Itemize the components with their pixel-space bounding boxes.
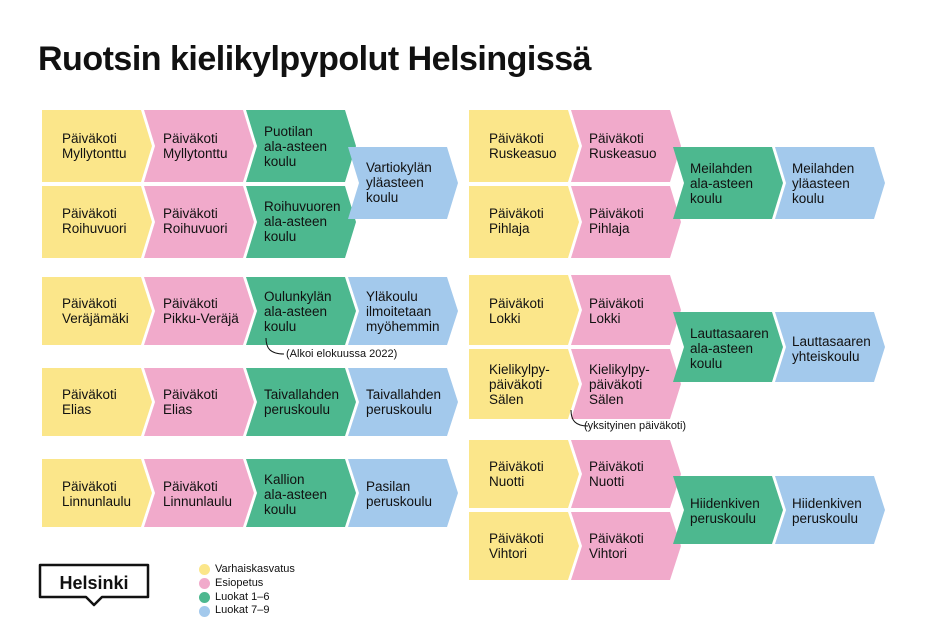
chevron-esiopetus (144, 277, 254, 345)
chevron-varhaiskasvatus (42, 277, 152, 345)
node-label: Päiväkoti Nuotti (489, 459, 544, 489)
page-title: Ruotsin kielikylpypolut Helsingissä (38, 40, 592, 78)
node-label: Lauttasaaren yhteiskoulu (792, 334, 871, 364)
chevron-esiopetus (571, 275, 681, 345)
chevron-esiopetus (144, 459, 254, 527)
chevron-varhaiskasvatus (469, 440, 579, 508)
chevron-varhaiskasvatus (469, 512, 579, 580)
node-label: Kielikylpy- päiväkoti Sälen (589, 362, 650, 407)
chevron-varhaiskasvatus (469, 110, 579, 182)
node-label: Päiväkoti Linnunlaulu (62, 479, 132, 509)
node-label: Päiväkoti Vihtori (489, 531, 544, 561)
chevron-esiopetus (144, 186, 254, 258)
node-label: Pasilan peruskoulu (366, 479, 433, 509)
chevron-luokat-7-9 (775, 476, 885, 544)
node-label: Taivallahden peruskoulu (366, 387, 442, 417)
legend-swatch-luokat-7-9 (199, 606, 210, 617)
chevron-esiopetus (571, 440, 681, 508)
node-label: Päiväkoti Roihuvuori (163, 206, 228, 236)
node-label: Päiväkoti Pikku-Veräjä (163, 296, 239, 326)
node-label: Päiväkoti Vihtori (589, 531, 644, 561)
logo-text: Helsinki (59, 573, 129, 593)
node-label: Meilahden yläasteen koulu (792, 161, 855, 206)
node-label: Päiväkoti Ruskeasuo (489, 131, 557, 161)
node-label: Oulunkylän ala-asteen koulu (264, 289, 332, 334)
node-label: Roihuvuoren ala-asteen koulu (264, 199, 341, 244)
chevron-luokat-1-6 (246, 277, 356, 345)
node-label: Vartiokylän yläasteen koulu (366, 160, 432, 205)
node-label: Hiidenkiven peruskoulu (690, 496, 760, 526)
chevron-varhaiskasvatus (42, 186, 152, 258)
node-label: Yläkoulu ilmoitetaan myöhemmin (366, 289, 440, 334)
node-label: Päiväkoti Linnunlaulu (163, 479, 233, 509)
chevron-luokat-1-6 (246, 459, 356, 527)
chevron-luokat-1-6 (673, 476, 783, 544)
note-connector (570, 409, 589, 427)
chevron-luokat-1-6 (246, 186, 356, 258)
node-label: Päiväkoti Elias (62, 387, 117, 417)
node-label: Päiväkoti Lokki (589, 296, 644, 326)
legend-label: Esiopetus (215, 577, 264, 589)
node-label: Päiväkoti Pihlaja (489, 206, 544, 236)
chevron-luokat-7-9 (348, 277, 458, 345)
node-label: Kielikylpy- päiväkoti Sälen (489, 362, 550, 407)
node-label: Hiidenkiven peruskoulu (792, 496, 862, 526)
helsinki-logo: Helsinki (38, 563, 150, 607)
chevron-varhaiskasvatus (469, 349, 579, 419)
node-label: Päiväkoti Veräjämäki (62, 296, 129, 326)
node-label: Päiväkoti Roihuvuori (62, 206, 127, 236)
chevron-esiopetus (571, 186, 681, 258)
node-label: Päiväkoti Elias (163, 387, 218, 417)
node-label: Päiväkoti Ruskeasuo (589, 131, 657, 161)
node-label: Päiväkoti Myllytonttu (163, 131, 228, 161)
chevron-varhaiskasvatus (469, 275, 579, 345)
chevron-luokat-1-6 (673, 147, 783, 219)
node-label: Päiväkoti Pihlaja (589, 206, 644, 236)
chevron-luokat-1-6 (246, 110, 356, 182)
chevron-esiopetus (571, 512, 681, 580)
node-label: Meilahden ala-asteen koulu (690, 161, 754, 206)
legend-swatch-varhaiskasvatus (199, 564, 210, 575)
node-label: Puotilan ala-asteen koulu (264, 124, 328, 169)
chevron-luokat-7-9 (775, 147, 885, 219)
chevron-varhaiskasvatus (469, 186, 579, 258)
legend-label: Varhaiskasvatus (215, 563, 295, 575)
node-label: Päiväkoti Myllytonttu (62, 131, 127, 161)
chevron-esiopetus (144, 368, 254, 436)
chevron-luokat-7-9 (348, 459, 458, 527)
chevron-luokat-1-6 (673, 312, 783, 382)
chevron-luokat-1-6 (246, 368, 356, 436)
chevron-esiopetus (144, 110, 254, 182)
chevron-luokat-7-9 (348, 147, 458, 219)
chevron-luokat-7-9 (348, 368, 458, 436)
node-label: Päiväkoti Nuotti (589, 459, 644, 489)
legend-swatch-luokat-1-6 (199, 592, 210, 603)
logo-shield-icon (38, 563, 150, 607)
node-label: Lauttasaaren ala-asteen koulu (690, 326, 769, 371)
chevron-varhaiskasvatus (42, 110, 152, 182)
note-connector (265, 337, 285, 355)
node-label: Päiväkoti Lokki (489, 296, 544, 326)
chevron-esiopetus (571, 110, 681, 182)
chevron-esiopetus (571, 349, 681, 419)
node-label: Taivallahden peruskoulu (264, 387, 340, 417)
note-text: (yksityinen päiväkoti) (584, 420, 687, 432)
node-label: Kallion ala-asteen koulu (264, 472, 328, 517)
chevron-luokat-7-9 (775, 312, 885, 382)
legend-label: Luokat 1–6 (215, 591, 270, 603)
legend-label: Luokat 7–9 (215, 604, 270, 616)
note-text: (Alkoi elokuussa 2022) (286, 348, 398, 360)
chevron-varhaiskasvatus (42, 368, 152, 436)
chevron-varhaiskasvatus (42, 459, 152, 527)
legend-swatch-esiopetus (199, 578, 210, 589)
